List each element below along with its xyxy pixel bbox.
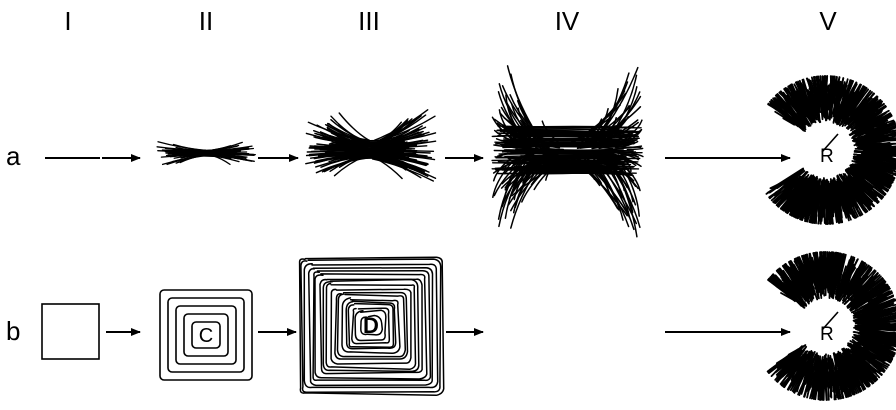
- column-label-ii: II: [199, 6, 213, 36]
- stage-a-iii-fibre-cluster: [305, 109, 437, 182]
- column-label-iii: III: [358, 6, 380, 36]
- radius-line-a: [821, 133, 839, 153]
- stage-b-iii-dense-squares: [298, 256, 445, 397]
- column-label-v: V: [819, 6, 837, 36]
- stage-a-ii-fibre-cluster: [156, 141, 256, 166]
- stage-b-i-square: [41, 303, 100, 360]
- column-headers: I II III IV V: [64, 6, 837, 36]
- radius-line-b: [821, 311, 839, 331]
- stage-a-iv-fibre-cluster: [491, 65, 644, 238]
- stage-b-ii-label: C: [199, 325, 213, 347]
- radius-label-a: R: [820, 146, 834, 167]
- row-label-a: a: [6, 141, 21, 171]
- stage-b-iii-label: D: [363, 313, 379, 338]
- radius-label-b: R: [820, 324, 834, 345]
- column-label-iv: IV: [555, 6, 580, 36]
- row-label-b: b: [6, 316, 20, 346]
- column-label-i: I: [64, 6, 71, 36]
- stage-b-ii-concentric-squares: [159, 289, 253, 381]
- stage-a-v-open-spherulite: [765, 75, 896, 225]
- stage-b-v-open-spherulite: [766, 251, 896, 401]
